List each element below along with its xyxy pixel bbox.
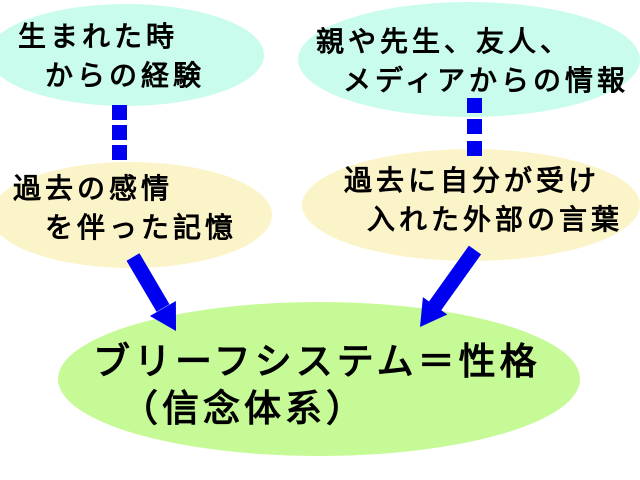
label-memory-line1: 過去の感情: [13, 172, 174, 205]
node-ellipse-words: [302, 149, 640, 261]
node-ellipse-information: [298, 2, 640, 117]
label-words-line1: 過去に自分が受け: [344, 164, 601, 197]
label-words: 過去に自分が受け 入れた外部の言葉: [344, 161, 623, 239]
label-information: 親や先生、友人、 メディアからの情報: [316, 22, 629, 100]
dotted-connector-left-segment: [112, 105, 127, 120]
label-belief: ブリーフシステム＝性格 （信念体系）: [93, 338, 541, 432]
label-experience-line2: からの経験: [45, 59, 206, 92]
dotted-connector-right-segment: [467, 141, 482, 156]
node-ellipse-experience: [0, 4, 264, 106]
label-memory-line2: を伴った記憶: [45, 211, 238, 244]
label-experience: 生まれた時 からの経験: [18, 17, 205, 95]
label-information-line2: メディアからの情報: [343, 64, 630, 97]
dotted-connector-left-segment: [112, 145, 127, 160]
label-belief-line2: （信念体系）: [121, 387, 367, 430]
label-words-line2: 入れた外部の言葉: [367, 203, 624, 236]
dotted-connector-right-segment: [467, 119, 482, 134]
dotted-connector-right-segment: [467, 98, 482, 113]
dotted-connector-left-segment: [112, 125, 127, 140]
label-information-line1: 親や先生、友人、: [316, 25, 573, 58]
label-belief-line1: ブリーフシステム＝性格: [93, 340, 541, 383]
node-ellipse-memory: [0, 162, 272, 268]
node-ellipse-belief: [58, 302, 580, 456]
label-memory: 過去の感情 を伴った記憶: [13, 169, 237, 247]
label-experience-line1: 生まれた時: [18, 20, 179, 53]
